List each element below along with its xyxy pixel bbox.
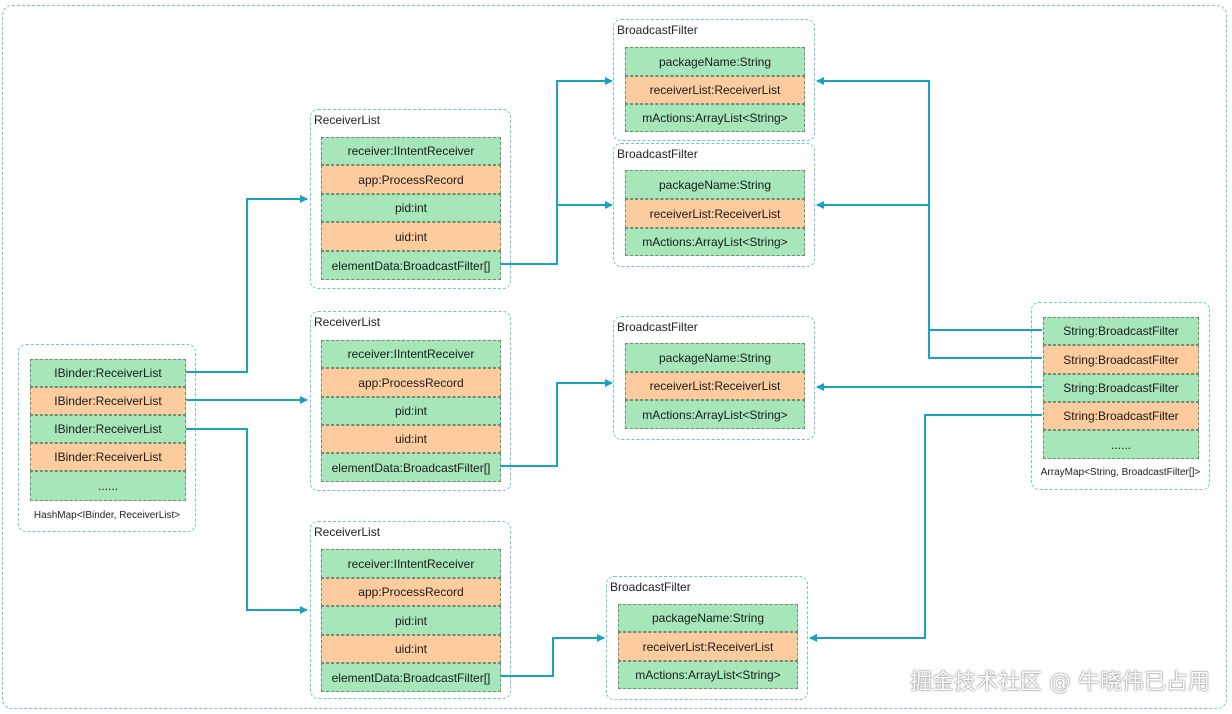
pid-field: pid:int: [321, 194, 501, 222]
package-name-field: packageName:String: [618, 604, 798, 632]
broadcast-filter-4: BroadcastFilter packageName:String recei…: [606, 576, 808, 700]
app-field: app:ProcessRecord: [321, 578, 501, 606]
arraymap-group: String:BroadcastFilter String:BroadcastF…: [1031, 302, 1210, 490]
actions-field: mActions:ArrayList<String>: [625, 400, 805, 429]
arraymap-caption: ArrayMap<String, BroadcastFilter[]>: [1040, 467, 1201, 478]
broadcast-filter-3: BroadcastFilter packageName:String recei…: [613, 316, 815, 440]
arrow-receiverlist3-to-filter-4: [500, 634, 605, 677]
actions-field: mActions:ArrayList<String>: [618, 661, 798, 689]
arrow-receiverlist2-to-filter-3: [500, 379, 613, 467]
uid-field: uid:int: [321, 635, 501, 663]
package-name-field: packageName:String: [625, 47, 805, 76]
diagram-canvas: [2, 5, 1227, 709]
arrow-arraymap-to-filter-2: [816, 201, 1042, 359]
element-data-field: elementData:BroadcastFilter[]: [321, 453, 501, 482]
receiver-list-field: receiverList:ReceiverList: [625, 76, 805, 104]
receiver-field: receiver:IIntentReceiver: [321, 137, 501, 165]
arrow-hashmap-to-receiverlist-1: [186, 195, 308, 373]
hashmap-group: IBinder:ReceiverList IBinder:ReceiverLis…: [18, 344, 196, 532]
receiver-list-3: ReceiverList receiver:IIntentReceiver ap…: [310, 521, 511, 699]
pid-field: pid:int: [321, 397, 501, 425]
uid-field: uid:int: [321, 222, 501, 251]
hashmap-entry: IBinder:ReceiverList: [30, 387, 186, 415]
app-field: app:ProcessRecord: [321, 368, 501, 397]
receiver-list-1: ReceiverList receiver:IIntentReceiver ap…: [310, 109, 511, 289]
arraymap-ellipsis: ......: [1043, 430, 1199, 459]
receiver-list-field: receiverList:ReceiverList: [625, 372, 805, 400]
receiver-list-title: ReceiverList: [314, 113, 381, 127]
broadcast-filter-title: BroadcastFilter: [617, 320, 698, 334]
watermark: 掘金技术社区 @ 牛晓伟已占用: [910, 670, 1210, 695]
broadcast-filter-title: BroadcastFilter: [617, 23, 698, 37]
receiver-field: receiver:IIntentReceiver: [321, 340, 501, 368]
arrow-arraymap-to-filter-4: [809, 414, 1042, 642]
element-data-field: elementData:BroadcastFilter[]: [321, 251, 501, 280]
arraymap-entry: String:BroadcastFilter: [1043, 317, 1199, 345]
broadcast-filter-title: BroadcastFilter: [617, 147, 698, 161]
arrow-hashmap-to-receiverlist-3: [186, 428, 308, 614]
app-field: app:ProcessRecord: [321, 165, 501, 194]
receiver-list-field: receiverList:ReceiverList: [625, 199, 805, 228]
actions-field: mActions:ArrayList<String>: [625, 228, 805, 256]
hashmap-entry: IBinder:ReceiverList: [30, 359, 186, 387]
uid-field: uid:int: [321, 425, 501, 453]
hashmap-caption: HashMap<IBinder, ReceiverList>: [33, 510, 181, 521]
arraymap-entry: String:BroadcastFilter: [1043, 345, 1199, 374]
receiver-list-2: ReceiverList receiver:IIntentReceiver ap…: [310, 311, 511, 491]
receiver-field: receiver:IIntentReceiver: [321, 549, 501, 578]
arraymap-entry: String:BroadcastFilter: [1043, 402, 1199, 430]
package-name-field: packageName:String: [625, 343, 805, 372]
arraymap-entry: String:BroadcastFilter: [1043, 374, 1199, 402]
hashmap-ellipsis: ......: [30, 471, 186, 501]
broadcast-filter-2: BroadcastFilter packageName:String recei…: [613, 143, 815, 267]
pid-field: pid:int: [321, 606, 501, 635]
broadcast-filter-title: BroadcastFilter: [610, 580, 691, 594]
arrow-receiverlist1-to-filter-1: [500, 77, 613, 265]
actions-field: mActions:ArrayList<String>: [625, 104, 805, 132]
hashmap-entry: IBinder:ReceiverList: [30, 443, 186, 471]
receiver-list-title: ReceiverList: [314, 525, 381, 539]
receiver-list-field: receiverList:ReceiverList: [618, 632, 798, 661]
receiver-list-title: ReceiverList: [314, 315, 381, 329]
package-name-field: packageName:String: [625, 170, 805, 199]
hashmap-entry: IBinder:ReceiverList: [30, 415, 186, 443]
broadcast-filter-1: BroadcastFilter packageName:String recei…: [613, 19, 815, 141]
element-data-field: elementData:BroadcastFilter[]: [321, 663, 501, 692]
